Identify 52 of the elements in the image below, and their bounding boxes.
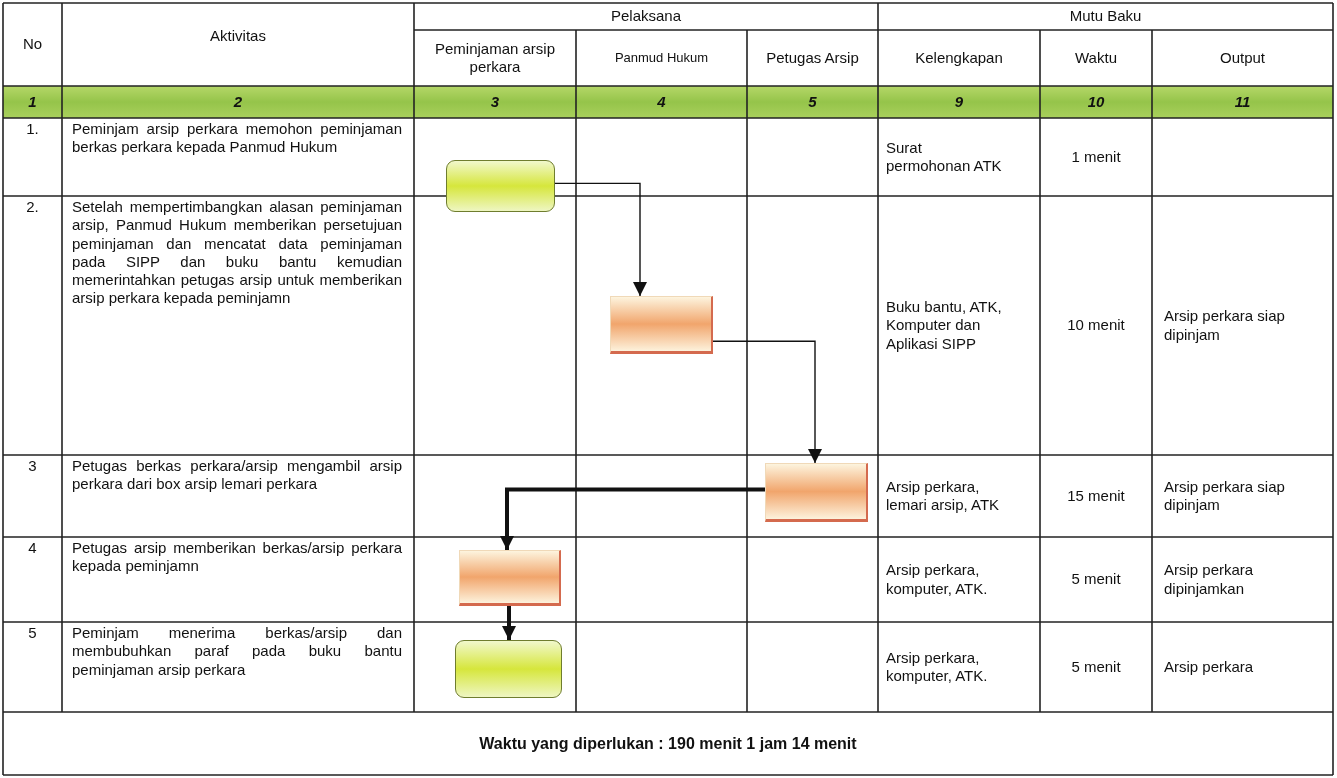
duration-text: 5 menit	[1071, 570, 1121, 589]
arrow	[554, 182, 647, 297]
duration-text: 5 menit	[1071, 657, 1121, 677]
activity-text: Petugas berkas perkara/arsip mengambil arsip perkara dari box arsip lemari perkara	[72, 457, 402, 494]
equipment-text: Arsip perkara, lemari arsip, ATK	[886, 477, 1001, 515]
output-text: Arsip perkara siap dipinjam	[1164, 477, 1286, 515]
row-number: 3	[28, 457, 37, 476]
process-box	[610, 296, 713, 354]
column-header: Panmud Hukum	[614, 50, 709, 66]
column-number: 2	[233, 92, 243, 112]
duration-text: 10 menit	[1067, 316, 1125, 335]
column-number: 9	[954, 92, 964, 112]
column-number: 1	[28, 92, 37, 112]
equipment-text: Arsip perkara, komputer, ATK.	[886, 648, 989, 686]
activity-text: Peminjam arsip perkara memohon peminjaman berkas perkara kepada Panmud Hukum	[72, 120, 402, 157]
row-number: 4	[28, 539, 37, 558]
output-text: Arsip perkara siap dipinjam	[1164, 307, 1286, 344]
column-header: No	[22, 35, 43, 54]
output-text: Arsip perkara dipinjamkan	[1164, 561, 1255, 598]
column-number: 10	[1087, 92, 1105, 112]
column-header: Waktu	[1075, 48, 1117, 68]
column-header: Peminjaman arsip perkara	[433, 39, 557, 77]
column-header: Aktivitas	[210, 27, 266, 46]
process-box	[765, 463, 868, 522]
row-number: 5	[28, 624, 37, 643]
arrow	[500, 487, 765, 550]
column-number: 3	[490, 92, 500, 112]
column-number: 4	[657, 92, 666, 112]
output-text: Arsip perkara	[1164, 657, 1254, 677]
activity-text: Petugas arsip memberikan berkas/arsip perkara kepada peminjamn	[72, 539, 402, 576]
column-number: 11	[1234, 92, 1251, 112]
column-header: Pelaksana	[610, 7, 682, 26]
equipment-text: Arsip perkara, komputer, ATK.	[886, 561, 989, 598]
terminal-shape	[455, 640, 562, 698]
total-time-text: Waktu yang diperlukan : 190 menit 1 jam 14 menit	[479, 734, 857, 754]
column-number: 5	[808, 92, 817, 112]
terminal-shape	[446, 160, 555, 212]
column-header: Petugas Arsip	[766, 48, 859, 68]
column-header: Output	[1220, 48, 1265, 68]
process-box	[459, 550, 561, 606]
equipment-text: Buku bantu, ATK, Komputer dan Aplikasi SIPP	[886, 298, 1003, 353]
row-number: 2.	[26, 198, 39, 217]
activity-text: Setelah mempertimbangkan alasan peminjaman arsip, Panmud Hukum memberikan persetujuan peminjaman dan mencatat data peminjaman pada SIPP dan buku bantu kemudian memerintahkan petugas arsip untuk memberikan arsip perkara kepada peminjamn	[72, 198, 402, 308]
duration-text: 1 menit	[1071, 147, 1121, 167]
column-header: Mutu Baku	[1069, 7, 1142, 26]
arrow	[502, 606, 516, 640]
activity-text: Peminjam menerima berkas/arsip dan membubuhkan paraf pada buku bantu peminjaman arsip perkara	[72, 624, 402, 679]
equipment-text: Surat permohonan ATK	[886, 138, 1003, 176]
duration-text: 15 menit	[1067, 486, 1125, 506]
row-number: 1.	[26, 120, 39, 139]
column-header: Kelengkapan	[915, 48, 1003, 68]
arrow	[712, 340, 822, 464]
